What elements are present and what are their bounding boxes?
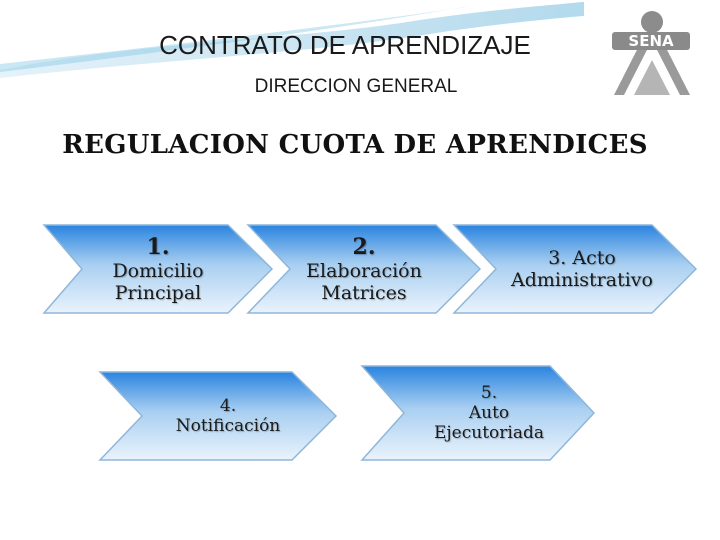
step-4-number: 4. [219,396,237,416]
step-3-label-line2: Administrativo [511,269,653,291]
step-4-chevron: 4. Notificación [98,370,338,462]
step-1-chevron: 1. Domicilio Principal [42,223,274,315]
step-5-chevron: 5. Auto Ejecutoriada [360,364,596,462]
step-1-label-line2: Principal [114,282,202,304]
main-heading: REGULACION CUOTA DE APRENDICES [62,130,648,160]
step-1-number: 1. [146,234,170,260]
header-swoosh-decoration [0,0,720,78]
step-2-label-line2: Matrices [321,282,407,304]
step-5-number: 5. [480,383,498,403]
sena-logo: SENA [584,0,720,100]
page-title: CONTRATO DE APRENDIZAJE [159,30,531,60]
logo-text: SENA [628,32,674,50]
step-2-number: 2. [352,234,376,260]
step-1-label-line1: Domicilio [112,260,204,282]
page-subtitle: DIRECCION GENERAL [254,76,458,97]
step-4-label-line1: Notificación [175,416,281,436]
step-5-label-line1: Auto [468,403,510,423]
step-3-label-line1: 3. Acto [548,247,616,269]
step-2-chevron: 2. Elaboración Matrices [246,223,482,315]
step-5-label-line2: Ejecutoriada [434,423,544,443]
step-3-chevron: 3. Acto Administrativo [452,223,698,315]
step-2-label-line1: Elaboración [306,260,422,282]
